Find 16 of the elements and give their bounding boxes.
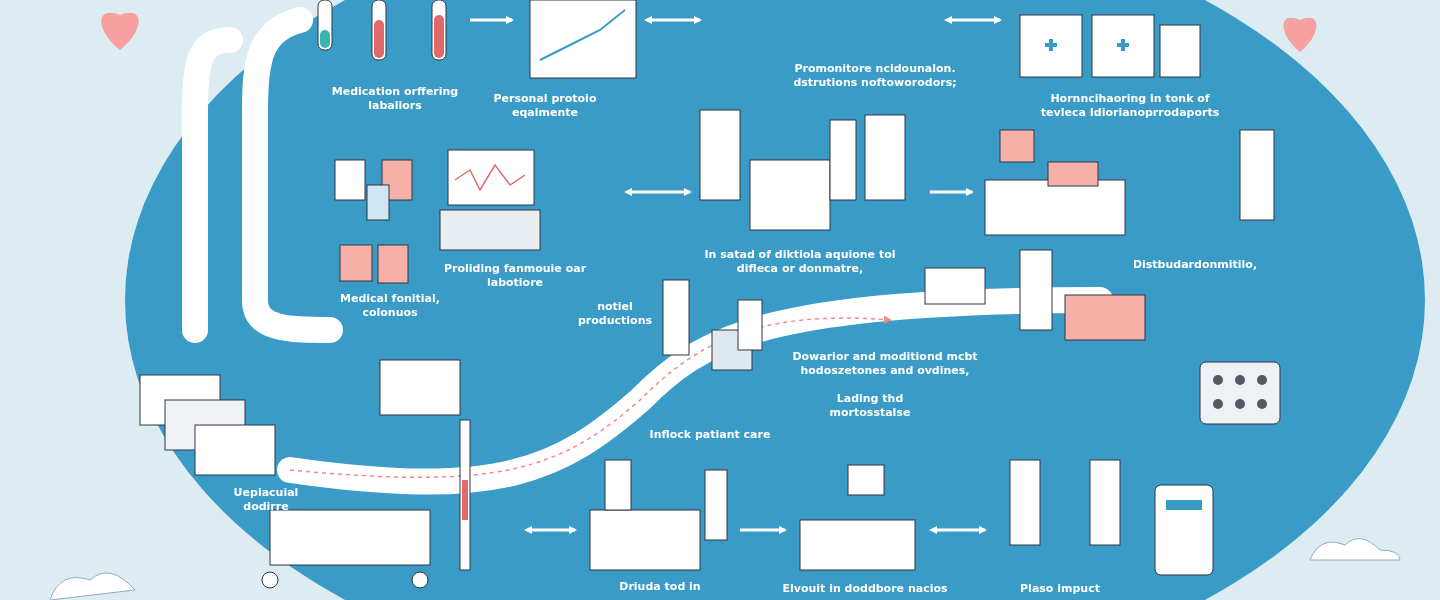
caption-text: Promonitore ncidounalon. dstrutions noftoworodors; bbox=[792, 62, 958, 90]
caption-text: Dowarior and moditiond mcbt hodoszetones and ovdines, bbox=[791, 350, 979, 378]
caption-text: Proliding fanmouie oar labotiore bbox=[442, 262, 588, 290]
caption-text: notiel productions bbox=[576, 300, 653, 328]
caption-text: Driuda tod in bbox=[618, 580, 702, 594]
caption-text: Elvouit in doddbore nacios bbox=[781, 582, 949, 596]
caption-text: Personal protoio eqaimente bbox=[492, 92, 598, 120]
caption-text: Distbudardonmitilo, bbox=[1131, 258, 1259, 272]
caption-text: Hornncihaoring in tonk of tevleca Idiorianoprrodaports bbox=[1040, 92, 1220, 120]
caption-text: Medical fonitial, colonuos bbox=[339, 292, 441, 320]
caption-text: In satad of diktiola aquione tol difleca or donmatre, bbox=[703, 248, 897, 276]
caption-text: Medication orffering labaliors bbox=[330, 85, 460, 113]
caption-text: Inflock patiant care bbox=[648, 428, 772, 442]
caption-text: Uepiacuial dodirre bbox=[232, 486, 300, 514]
caption-text: Plaso impuct bbox=[1019, 582, 1101, 596]
caption-text: Lading thd mortosstalse bbox=[828, 392, 912, 420]
